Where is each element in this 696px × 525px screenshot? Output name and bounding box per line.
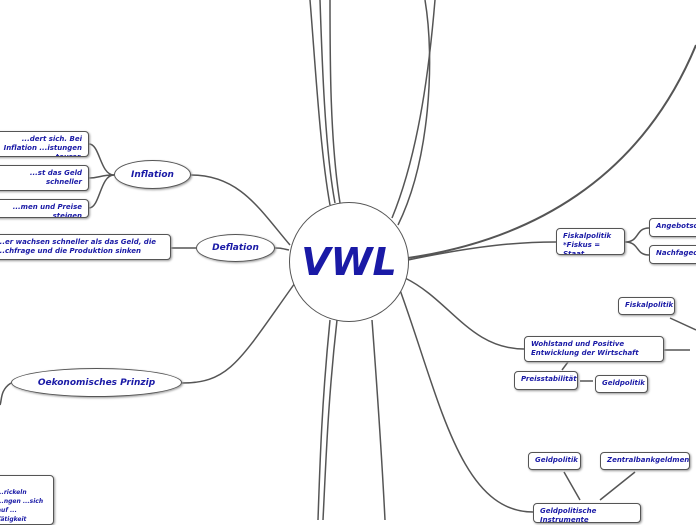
inflation-note-2[interactable]: ...st das Geld schneller [0, 165, 89, 191]
topic-oekonomisches-prinzip[interactable]: Oekonomisches Prinzip [11, 368, 182, 397]
nachfrageorientiert[interactable]: Nachfageor... [649, 245, 696, 264]
wohlstand-fiskalpolitik[interactable]: Fiskalpolitik [618, 297, 675, 315]
topic-inflation[interactable]: Inflation [114, 160, 191, 189]
topic-geldpolitische-instrumente[interactable]: Geldpolitische Instrumente [533, 503, 641, 523]
central-topic-vwl[interactable]: VWL [289, 202, 409, 322]
deflation-note[interactable]: ...er wachsen schneller als das Geld, di… [0, 234, 171, 260]
angebotsorientiert[interactable]: Angebotsor... [649, 218, 696, 237]
instrumente-geldpolitik[interactable]: Geldpolitik [528, 452, 581, 470]
inflation-note-1[interactable]: ...dert sich. Bei Inflation ...istungen … [0, 131, 89, 157]
topic-wohlstand[interactable]: Wohlstand und Positive Entwicklung der W… [524, 336, 664, 362]
topic-deflation[interactable]: Deflation [196, 234, 275, 262]
inflation-note-3[interactable]: ...men und Preise steigen [0, 199, 89, 218]
preisstabilitaet[interactable]: Preisstabilität [514, 371, 578, 390]
zentralbankgeldmenge[interactable]: Zentralbankgeldmenge [600, 452, 690, 470]
oekonomisch-note[interactable]: ...rickeln ...ngen ...sich auf ... Tätig… [0, 475, 54, 525]
topic-fiskalpolitik[interactable]: Fiskalpolitik *Fiskus = Staat [556, 228, 625, 255]
wohlstand-geldpolitik[interactable]: Geldpolitik [595, 375, 648, 393]
